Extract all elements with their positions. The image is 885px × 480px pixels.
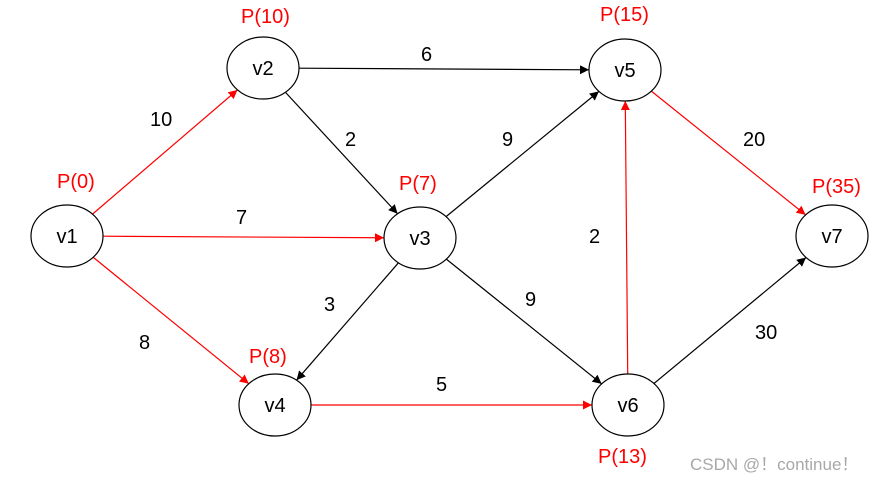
node-circle-v6 [591,373,665,437]
nodes-layer: v1 v2 v3 v4 v5 v6 v7 [30,36,869,437]
edge-weight-v3-v5: 9 [502,129,513,151]
node-circle-v2 [226,36,300,100]
edge-v3-v4 [296,262,399,381]
potential-label-v6: P(13) [598,446,647,468]
edge-weight-v3-v4: 3 [324,294,335,316]
node-circle-v1 [30,204,104,268]
edge-weight-v1-v2: 10 [150,109,172,131]
edge-weight-v5-v7: 20 [743,129,765,151]
node-v2: v2 [226,36,300,100]
edge-v1-v4 [92,256,250,385]
edge-v5-v7 [650,90,807,216]
potential-label-v2: P(10) [241,6,290,28]
edge-weight-v2-v5: 6 [421,44,432,66]
node-circle-v4 [238,373,312,437]
node-circle-v7 [795,204,869,268]
edge-weight-v2-v3: 2 [345,129,356,151]
potential-label-v5: P(15) [600,4,649,26]
edge-v2-v3 [284,91,399,215]
potential-label-v7: P(35) [812,176,861,198]
edges-layer [92,65,807,410]
edge-weight-v6-v7: 30 [755,322,777,344]
edge-v1-v2 [92,89,238,215]
edge-weight-v4-v6: 5 [436,374,447,396]
potential-label-v1: P(0) [57,171,95,193]
edge-weight-v6-v5: 2 [589,226,600,248]
node-label-v3: v3 [409,228,430,250]
node-v7: v7 [795,204,869,268]
node-v3: v3 [383,206,457,270]
edge-v2-v5 [298,65,590,75]
labels-layer: 10 7 8 6 2 9 3 9 5 2 20 30 P(0) P(10) P(7) P(8) P(15) P(1… [57,4,861,468]
node-v6: v6 [591,373,665,437]
node-v1: v1 [30,204,104,268]
edge-weight-v3-v6: 9 [525,289,536,311]
node-v5: v5 [588,38,662,102]
node-circle-v3 [383,206,457,270]
edge-v3-v5 [445,90,600,218]
node-label-v6: v6 [617,395,638,417]
edge-weight-v1-v3: 7 [236,207,247,229]
node-label-v7: v7 [821,226,842,248]
potential-label-v4: P(8) [249,346,287,368]
edge-v1-v3 [102,233,385,243]
node-circle-v5 [588,38,662,102]
edge-v6-v5 [620,100,630,375]
node-label-v5: v5 [614,60,635,82]
node-label-v2: v2 [252,58,273,80]
potential-label-v3: P(7) [399,173,437,195]
node-v4: v4 [238,373,312,437]
edge-weight-v1-v4: 8 [139,332,150,354]
watermark: CSDN @！continue！ [690,455,858,474]
node-label-v1: v1 [56,226,77,248]
edge-v3-v6 [445,258,603,385]
node-label-v4: v4 [264,395,285,417]
edge-v6-v7 [653,257,807,384]
